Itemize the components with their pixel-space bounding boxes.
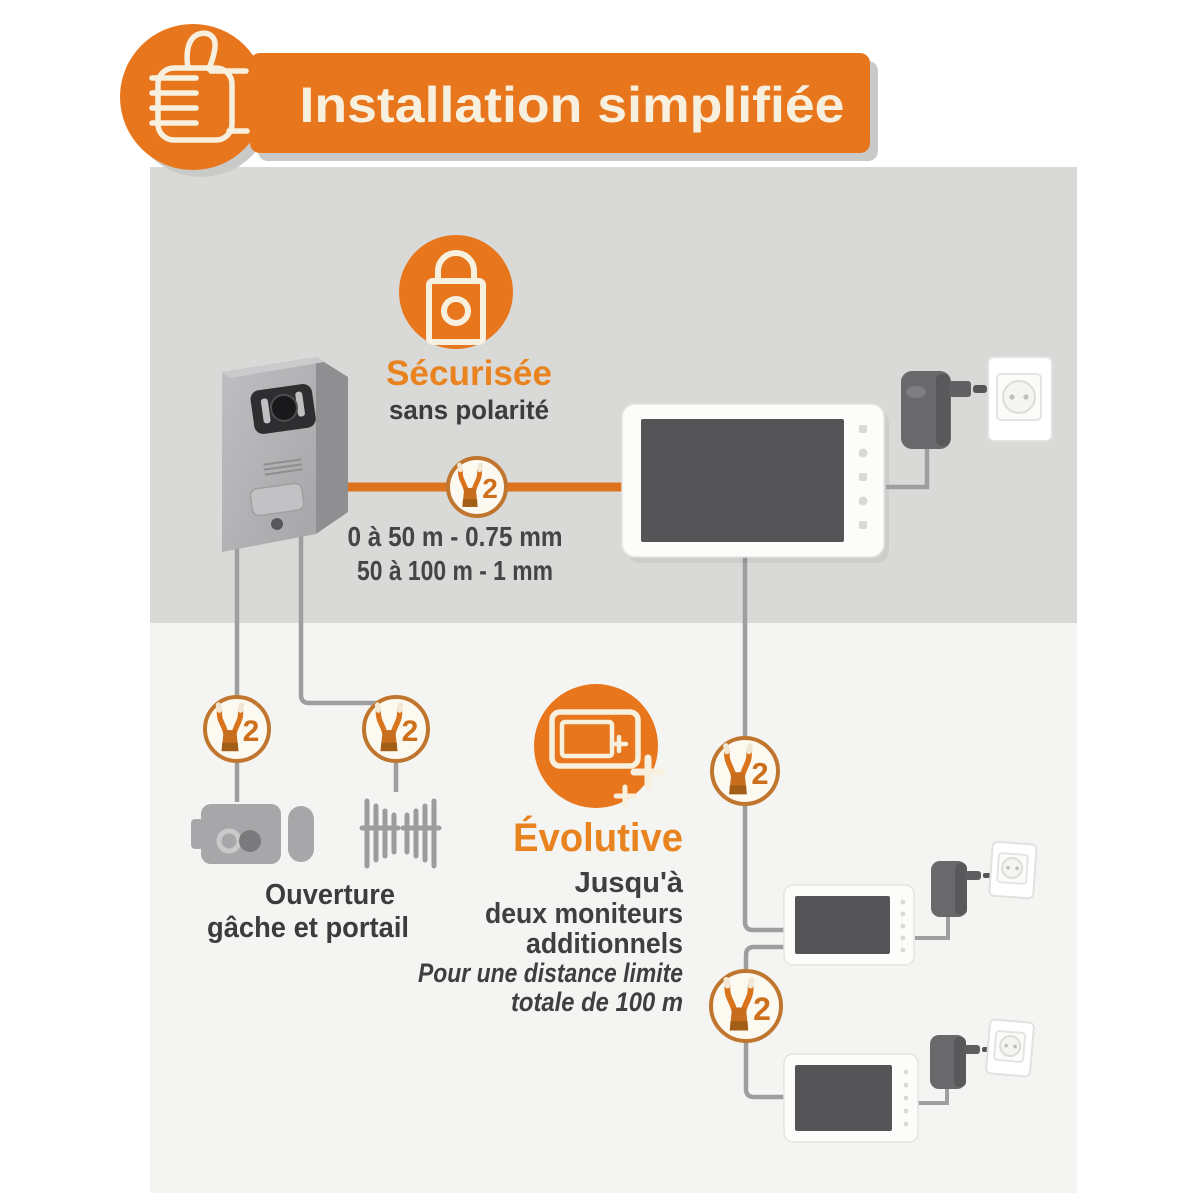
padlock-icon (426, 250, 486, 345)
station-speaker (263, 458, 303, 476)
wire-count-icon-bus1: 2 (710, 736, 780, 806)
wire-count-icon-gate: 2 (362, 695, 430, 763)
monitor-plus-icon (549, 709, 666, 808)
door-station (222, 357, 348, 552)
wall-socket-3 (985, 1018, 1035, 1078)
wire-count-icon-strike: 2 (203, 695, 271, 763)
additional-monitor-2-buttons (903, 1069, 909, 1127)
station-call-button (249, 482, 305, 517)
evolutive-note2: totale de 100 m (511, 987, 683, 1017)
svg-text:2: 2 (751, 756, 768, 791)
secure-section: Sécurisée sans polarité (386, 235, 552, 425)
wire-count-icon-cable: 2 (446, 456, 508, 518)
main-monitor (621, 403, 889, 563)
adapter1-cord (886, 449, 930, 490)
monitor-plus-circle (534, 684, 658, 808)
power-adapter-2 (931, 861, 991, 917)
banner-title: Installation simplifiée (300, 77, 845, 133)
evolutive-note1: Pour une distance limite (418, 958, 683, 988)
main-monitor-buttons (858, 425, 868, 529)
adapter3-cord (918, 1089, 949, 1105)
station-camera (250, 384, 316, 434)
additional-monitor-1-buttons (900, 899, 906, 953)
gate-icon (359, 798, 442, 869)
secure-subheading: sans polarité (389, 395, 549, 425)
additional-monitor-2 (783, 1053, 919, 1143)
evolutive-line2: deux moniteurs (485, 898, 683, 930)
wire-count-icon-bus2: 2 (709, 969, 783, 1043)
evolutive-section: Évolutive Jusqu'à deux moniteurs additio… (418, 684, 684, 1017)
svg-text:2: 2 (402, 715, 419, 748)
cable-spec-line2: 50 à 100 m - 1 mm (357, 555, 553, 586)
svg-text:2: 2 (243, 715, 260, 748)
wall-socket-2 (988, 840, 1038, 900)
power-adapter-3 (930, 1035, 990, 1089)
evolutive-heading: Évolutive (513, 815, 683, 860)
power-adapter-1 (901, 371, 987, 449)
banner-bar (250, 53, 870, 153)
cable-spec-line1: 0 à 50 m - 0.75 mm (348, 521, 563, 552)
wall-socket-1 (987, 356, 1053, 442)
station-led (271, 518, 283, 530)
thumbs-up-icon (149, 30, 250, 143)
evolutive-line3: additionnels (526, 928, 683, 960)
additional-monitor-1-screen (795, 896, 890, 954)
opening-caption-line2: gâche et portail (207, 912, 409, 944)
adapter2-cord (915, 917, 950, 940)
main-monitor-screen (641, 419, 844, 542)
svg-text:2: 2 (482, 473, 498, 504)
svg-text:2: 2 (753, 991, 771, 1027)
additional-monitor-1 (783, 884, 915, 966)
opening-caption-line1: Ouverture (265, 879, 395, 911)
secure-heading: Sécurisée (386, 354, 552, 393)
door-strike (191, 804, 314, 864)
additional-monitor-2-screen (795, 1065, 892, 1131)
banner-icon-circle (120, 24, 266, 170)
evolutive-line1: Jusqu'à (575, 867, 684, 899)
banner: Installation simplifiée (120, 24, 878, 177)
